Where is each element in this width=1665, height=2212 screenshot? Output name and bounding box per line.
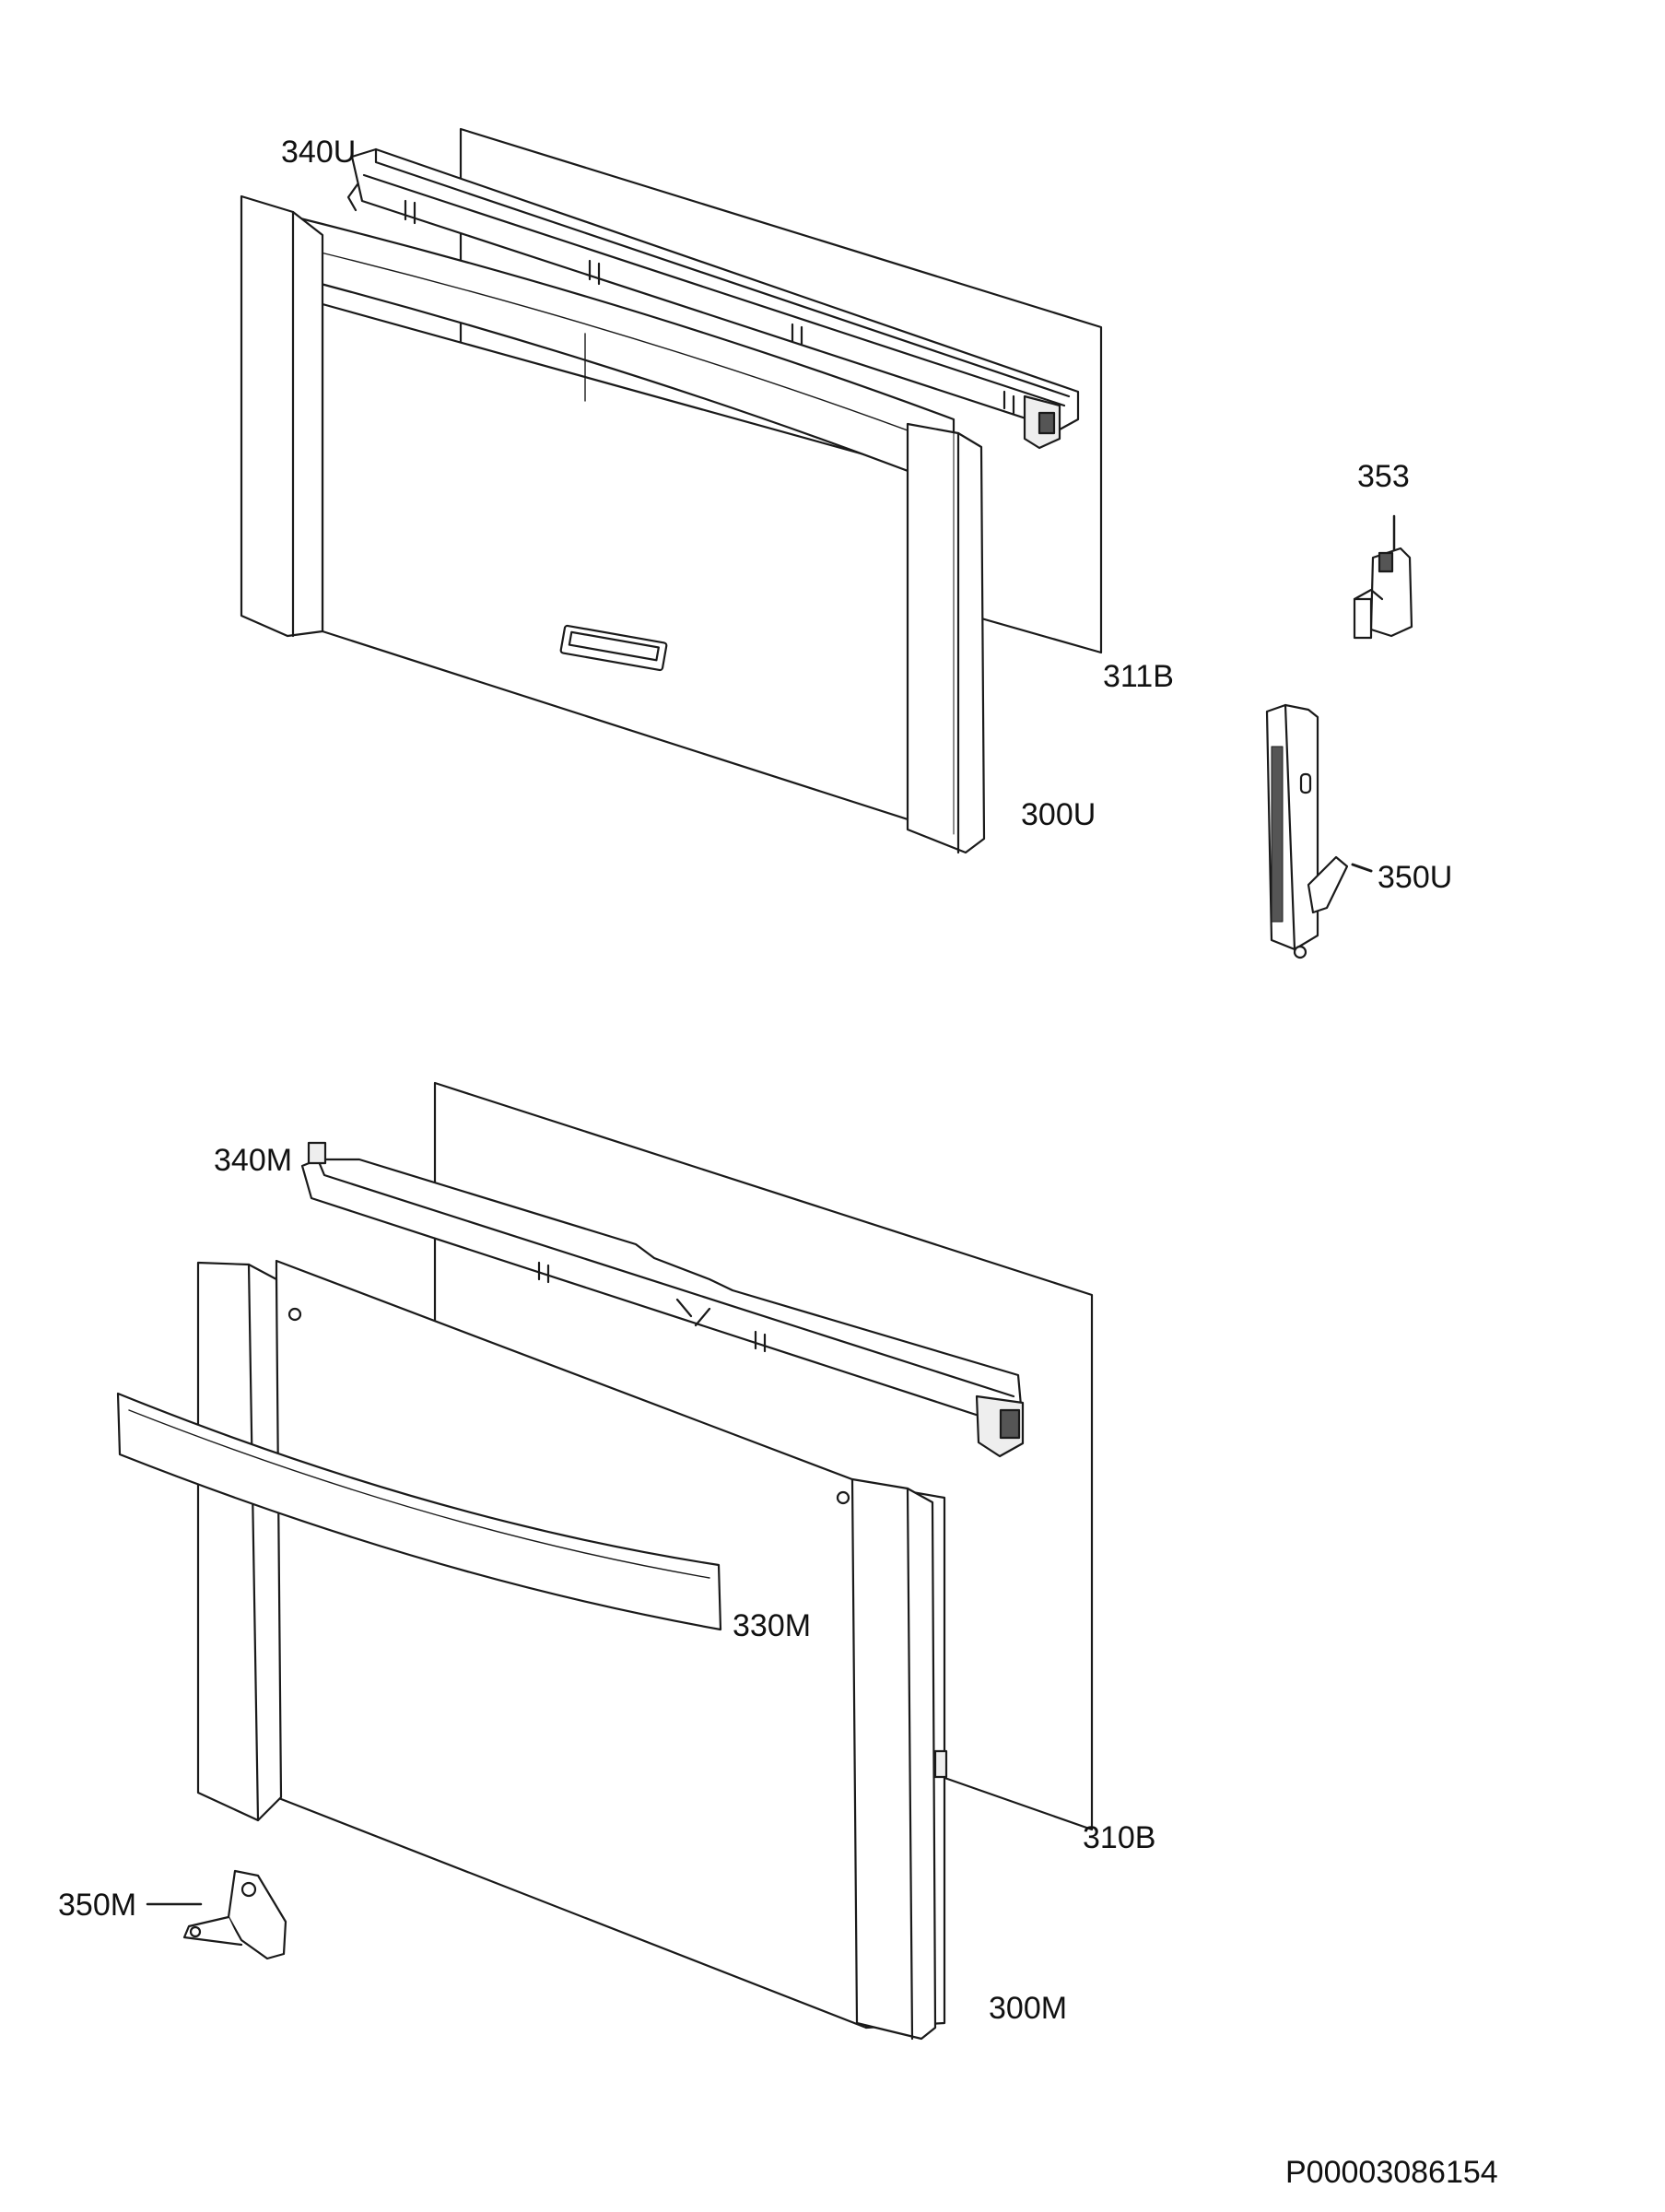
part-353-switch [1353,514,1413,640]
part-330m-handle [116,1392,722,1631]
part-300m-door [116,1259,948,2041]
document-id: P00003086154 [1285,2155,1498,2190]
label-353: 353 [1357,459,1410,494]
part-350u-hinge [1265,703,1373,959]
label-300m: 300M [989,1991,1067,2026]
label-310b: 310B [1083,1820,1155,1855]
part-300u-door [240,194,986,854]
label-350m: 350M [58,1888,136,1923]
label-330m: 330M [733,1608,811,1643]
label-311b: 311B [1103,659,1174,694]
part-340m-top-profile [300,1141,1025,1458]
label-340u: 340U [281,135,356,170]
label-300u: 300U [1021,797,1096,832]
label-350u: 350U [1378,860,1452,895]
part-340u-top-profile [346,147,1080,450]
part-350m-hinge [146,1869,287,1960]
label-340m: 340M [214,1143,292,1178]
